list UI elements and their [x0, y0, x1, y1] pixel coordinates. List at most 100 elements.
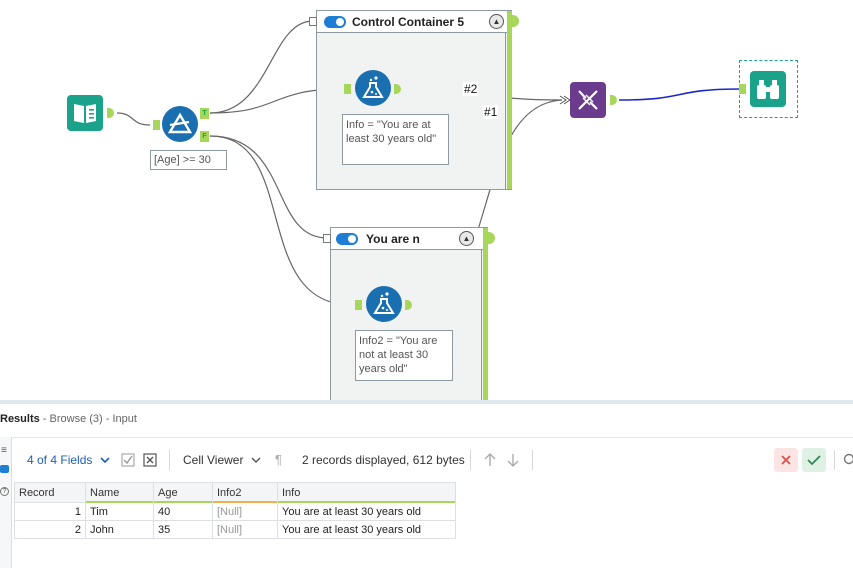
- annotation-line: Info2 = "You are: [359, 335, 438, 347]
- formula1-annotation: Info = "You are at least 30 years old": [342, 114, 449, 165]
- container-title: You are n: [366, 232, 420, 246]
- grid-header-row: Record Name Age Info2 Info: [14, 482, 456, 503]
- records-status: 2 records displayed, 612 bytes: [302, 453, 465, 467]
- formula1-input-anchor[interactable]: [344, 84, 351, 94]
- filter-true-anchor[interactable]: T: [200, 108, 209, 119]
- close-icon: [781, 455, 791, 465]
- record-cell[interactable]: 2: [14, 520, 86, 539]
- chevron-down-icon: [100, 457, 110, 464]
- annotation-line: least 30 years old": [346, 133, 437, 145]
- age-cell[interactable]: 40: [153, 502, 213, 521]
- column-header-info[interactable]: Info: [277, 482, 456, 503]
- union-output-anchor[interactable]: [610, 95, 617, 105]
- column-type-indicator: [213, 501, 277, 503]
- name-cell[interactable]: John: [85, 520, 154, 539]
- info-cell[interactable]: You are at least 30 years old: [277, 502, 456, 521]
- toolbar-separator: [169, 450, 170, 470]
- formula-flask-icon: [373, 292, 395, 314]
- search-icon[interactable]: [838, 448, 853, 472]
- fields-selector[interactable]: 4 of 4 Fields: [27, 453, 110, 467]
- info2-cell[interactable]: [Null]: [212, 520, 278, 539]
- column-header-name[interactable]: Name: [85, 482, 154, 503]
- checkbox-select-icon[interactable]: [116, 448, 140, 472]
- cell-viewer-dropdown[interactable]: Cell Viewer: [183, 453, 261, 467]
- workflow-canvas[interactable]: Control Container 5 ▲ You are n ▲: [0, 0, 853, 400]
- filter-annotation: [Age] >= 30: [150, 150, 227, 170]
- container-inner-border: [481, 250, 482, 400]
- info-cell[interactable]: You are at least 30 years old: [277, 520, 456, 539]
- cell-viewer-label: Cell Viewer: [183, 453, 244, 467]
- help-icon[interactable]: ?: [0, 487, 9, 496]
- fields-label: 4 of 4 Fields: [27, 453, 93, 467]
- column-type-indicator: [86, 501, 153, 503]
- age-cell[interactable]: 35: [153, 520, 213, 539]
- container-output-anchor[interactable]: [512, 15, 519, 27]
- pilcrow-icon[interactable]: ¶: [275, 452, 282, 467]
- container-inner-border: [505, 33, 506, 189]
- name-cell[interactable]: Tim: [85, 502, 154, 521]
- container-header[interactable]: You are n ▲: [331, 228, 487, 250]
- chevron-down-icon: [251, 457, 261, 463]
- column-header-info2[interactable]: Info2: [212, 482, 278, 503]
- browse-tool[interactable]: [750, 71, 786, 107]
- container-output-bar: [507, 11, 512, 189]
- column-header-label: Age: [158, 486, 178, 499]
- wire-filter-true-container: [209, 20, 314, 114]
- wire-filter-false-container: [209, 135, 328, 239]
- formula1-output-anchor[interactable]: [394, 84, 401, 94]
- container-input-anchor[interactable]: [323, 234, 331, 243]
- record-cell[interactable]: 1: [14, 502, 86, 521]
- wire-union-browse: [618, 88, 743, 101]
- menu-lines-icon[interactable]: ≡: [1, 445, 7, 456]
- column-type-indicator: [278, 501, 455, 503]
- toolbar-separator: [470, 450, 471, 470]
- table-row[interactable]: 2 John 35 [Null] You are at least 30 yea…: [14, 520, 456, 539]
- container-title: Control Container 5: [352, 15, 465, 29]
- results-toolbar: 4 of 4 Fields Cell Viewer ¶ 2 records di…: [12, 437, 853, 480]
- formula2-annotation: Info2 = "You are not at least 30 years o…: [355, 330, 453, 381]
- container-header[interactable]: Control Container 5 ▲: [317, 11, 511, 33]
- results-data-grid[interactable]: Record Name Age Info2 Info 1 Tim 40 [Nul…: [14, 482, 456, 539]
- results-title: Results - Browse (3) - Input: [0, 413, 137, 425]
- container-input-anchor[interactable]: [309, 17, 317, 26]
- annotation-line: Info = "You are at: [346, 119, 431, 131]
- formula2-output-anchor[interactable]: [405, 300, 412, 310]
- table-row[interactable]: 1 Tim 40 [Null] You are at least 30 year…: [14, 502, 456, 521]
- results-subtitle: - Browse (3) - Input: [39, 413, 137, 425]
- formula-tool-2[interactable]: [366, 286, 402, 322]
- binoculars-icon[interactable]: [0, 465, 9, 473]
- filter-tool[interactable]: [162, 106, 198, 142]
- formula-tool-1[interactable]: [355, 70, 391, 106]
- check-icon: [807, 455, 821, 466]
- checkbox-deselect-icon[interactable]: [138, 448, 162, 472]
- formula2-input-anchor[interactable]: [355, 300, 362, 310]
- collapse-icon[interactable]: ▲: [489, 14, 504, 29]
- container-enable-toggle[interactable]: [324, 16, 346, 28]
- toolbar-separator: [834, 450, 835, 470]
- union-tool[interactable]: [570, 82, 606, 118]
- filter-input-anchor[interactable]: [153, 120, 160, 130]
- info2-cell[interactable]: [Null]: [212, 502, 278, 521]
- cancel-x-button[interactable]: [774, 448, 798, 472]
- results-heading: Results: [0, 413, 40, 425]
- arrow-up-icon[interactable]: [478, 448, 502, 472]
- column-header-age[interactable]: Age: [153, 482, 213, 503]
- panel-divider[interactable]: [0, 400, 853, 404]
- annotation-line: years old": [359, 363, 408, 375]
- browse-binoculars-icon: [757, 80, 779, 99]
- filter-false-anchor[interactable]: F: [200, 131, 209, 142]
- formula-flask-icon: [362, 76, 384, 98]
- browse-input-anchor[interactable]: [739, 84, 746, 94]
- wire-input-filter: [116, 112, 151, 126]
- container-output-anchor[interactable]: [488, 232, 495, 244]
- input-data-tool[interactable]: [67, 95, 103, 131]
- arrow-down-icon[interactable]: [501, 448, 525, 472]
- column-header-record[interactable]: Record: [14, 482, 86, 503]
- apply-check-button[interactable]: [802, 448, 826, 472]
- results-side-strip: ≡ ?: [0, 437, 12, 568]
- column-header-label: Info2: [217, 486, 242, 499]
- container-enable-toggle[interactable]: [336, 233, 358, 245]
- collapse-icon[interactable]: ▲: [459, 231, 474, 246]
- wire-filter-false-formula2: [209, 135, 353, 306]
- input-output-anchor[interactable]: [107, 108, 114, 118]
